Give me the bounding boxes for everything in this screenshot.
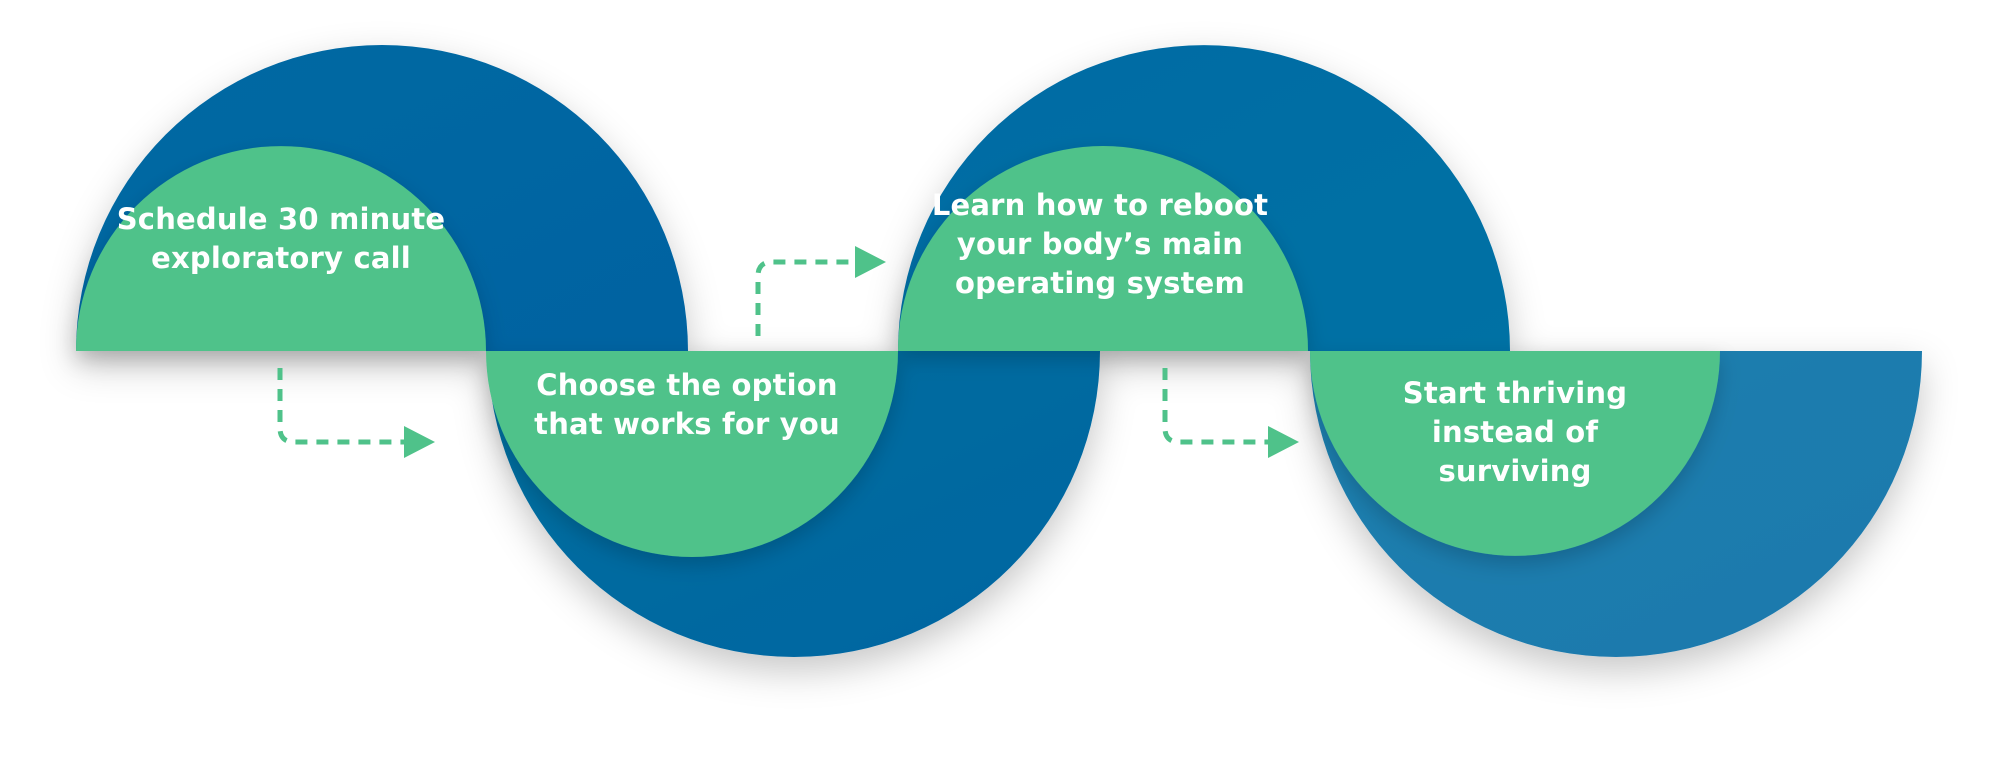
arrowhead-icon: [404, 426, 435, 458]
connectors: [277, 259, 1272, 445]
green-semicircle-3: [898, 146, 1308, 351]
dashed-arrow-icon: [277, 368, 408, 445]
arrowheads: [404, 246, 1299, 458]
step-1-label: Schedule 30 minute exploratory call: [116, 202, 446, 275]
step-discs: [76, 146, 1720, 557]
green-semicircle-4: [1310, 351, 1720, 556]
green-semicircle-2: [486, 351, 898, 557]
dashed-arrow-icon: [755, 259, 858, 336]
green-semicircle-1: [76, 146, 486, 351]
step-4-label: Start thriving instead of surviving: [1402, 376, 1628, 488]
arrowhead-icon: [1268, 426, 1299, 458]
dashed-arrow-icon: [1162, 368, 1272, 445]
step-2-label: Choose the option that works for you: [534, 368, 840, 441]
arrowhead-icon: [855, 246, 886, 278]
step-3-label: Learn how to reboot your body’s main ope…: [931, 188, 1269, 300]
